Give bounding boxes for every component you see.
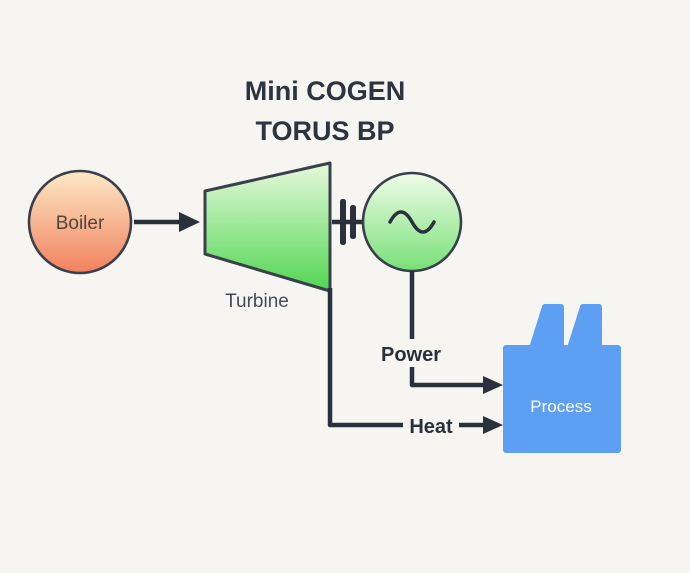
heat-label: Heat	[409, 416, 453, 438]
boiler-turbine-arrowhead-icon	[179, 212, 200, 232]
heat-label-mask	[403, 411, 459, 439]
heat-arrowhead-icon	[483, 416, 503, 434]
boiler-label: Boiler	[56, 213, 105, 234]
power-flow-line	[409, 271, 484, 388]
diagram-title-line1: Mini COGEN	[245, 76, 406, 106]
power-label-mask	[371, 339, 451, 367]
coupling-bar-left-icon	[340, 199, 346, 245]
process-factory-icon	[503, 304, 621, 453]
boiler-node	[27, 169, 133, 275]
process-label: Process	[530, 397, 591, 416]
coupling-bar-right-icon	[350, 205, 356, 239]
diagram-title-line2: TORUS BP	[255, 116, 394, 146]
power-label: Power	[381, 344, 441, 366]
turbine-label: Turbine	[225, 291, 289, 312]
sine-wave-icon	[388, 210, 436, 234]
power-arrowhead-icon	[483, 376, 503, 394]
